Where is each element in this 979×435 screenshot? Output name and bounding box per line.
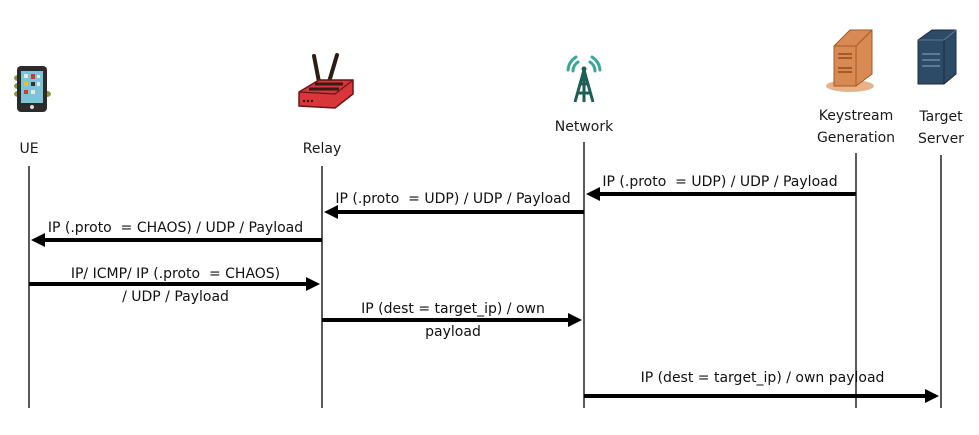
participant-label-ue: UE <box>19 141 38 157</box>
participant-label-target: Target <box>918 109 963 125</box>
message-network-to-target: IP (dest = target_ip) / own payload <box>584 370 939 403</box>
message-relay-to-ue: IP (.proto = CHAOS) / UDP / Payload <box>31 220 322 247</box>
arrowhead-icon <box>324 205 338 219</box>
participant-label-relay: Relay <box>303 141 341 157</box>
participant-label-keystream: Generation <box>817 130 895 146</box>
target-server-icon <box>917 29 957 85</box>
message-network-to-relay: IP (.proto = UDP) / UDP / Payload <box>324 191 584 219</box>
arrowhead-icon <box>586 187 600 201</box>
router-icon <box>298 53 354 109</box>
participant-label-network: Network <box>555 119 614 135</box>
arrowhead-icon <box>31 233 45 247</box>
message-label: IP (dest = target_ip) / own payload <box>641 370 885 386</box>
message-label: / UDP / Payload <box>122 289 229 305</box>
smartphone-icon <box>14 66 51 112</box>
cell-tower-icon <box>566 55 602 103</box>
message-keystream-to-network: IP (.proto = UDP) / UDP / Payload <box>586 174 856 201</box>
arrowhead-icon <box>925 389 939 403</box>
message-label: IP (.proto = UDP) / UDP / Payload <box>335 191 570 207</box>
keystream-server-icon <box>826 29 874 92</box>
message-label: IP (.proto = CHAOS) / UDP / Payload <box>48 220 303 236</box>
arrowhead-icon <box>306 277 320 291</box>
message-label: IP (.proto = UDP) / UDP / Payload <box>602 174 837 190</box>
message-label: IP (dest = target_ip) / own <box>361 301 545 317</box>
participant-label-target: Server <box>918 131 964 147</box>
message-label: IP/ ICMP/ IP (.proto = CHAOS) <box>71 266 280 282</box>
message-label: payload <box>425 324 481 340</box>
participant-label-keystream: Keystream <box>819 108 893 124</box>
message-ue-to-relay: IP/ ICMP/ IP (.proto = CHAOS) / UDP / Pay… <box>29 266 320 305</box>
arrowhead-icon <box>568 313 582 327</box>
message-relay-to-network: IP (dest = target_ip) / own payload <box>322 301 582 340</box>
